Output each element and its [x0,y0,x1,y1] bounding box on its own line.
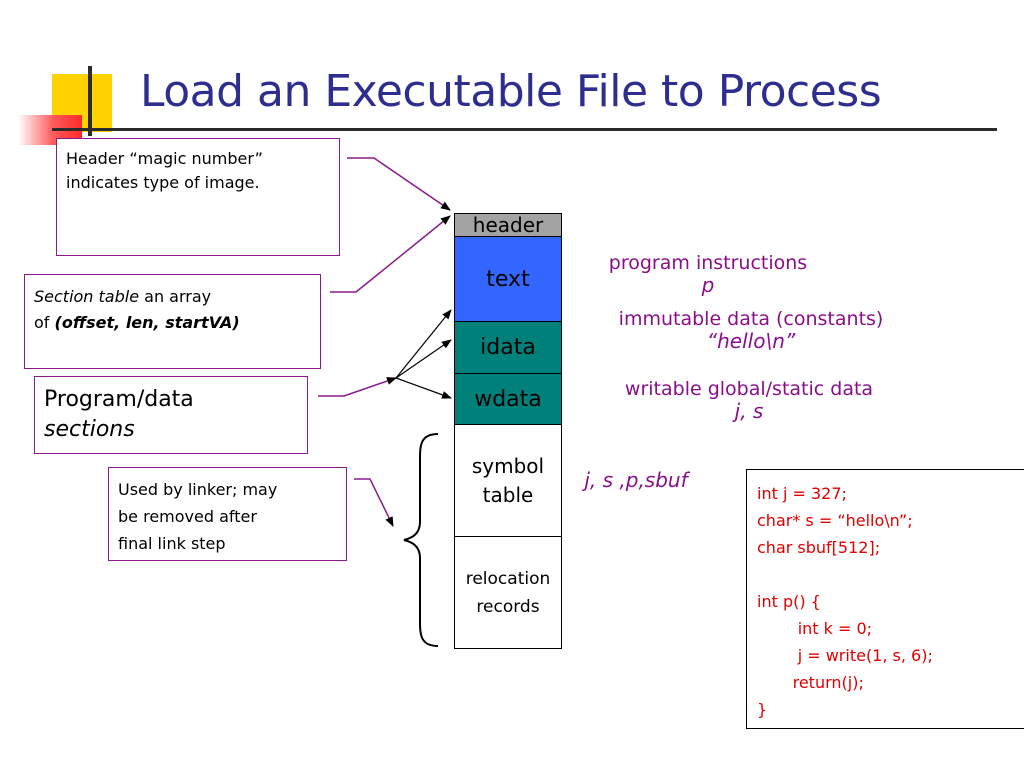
title-underline [52,128,997,131]
arrow-to-idata [395,339,452,379]
code-line: int j = 327; [757,484,847,503]
program-data-line-2: sections [44,417,135,442]
immutable-data-example: “hello\n” [706,329,796,353]
arrow-to-text [395,309,452,379]
header-magic-line-1: Header “magic number” [66,149,263,168]
program-instructions-symbol: p [701,273,715,297]
segment-wdata: wdata [454,373,562,425]
section-table-tuple: (offset, len, startVA) [54,313,240,332]
code-line: } [757,700,768,719]
linker-line-2: be removed after [118,507,257,526]
arrow-to-wdata [395,377,452,399]
program-data-line-1: Program/data [44,387,194,412]
slide-title: Load an Executable File to Process [140,66,882,117]
code-line: char* s = “hello\n”; [757,511,913,530]
immutable-data-label: immutable data (constants) “hello\n” [585,308,917,352]
code-line: j = write(1, s, 6); [757,646,933,665]
title-decoration-vertical-line [88,66,92,136]
program-instructions-label: program instructions p [572,252,844,296]
arrow-header-note [347,157,451,211]
code-line: return(j); [757,673,864,692]
writable-data-symbols: j, s [734,399,764,423]
section-table-term: Section table [34,287,140,306]
segment-idata: idata [454,321,562,374]
source-code-box: int j = 327; char* s = “hello\n”; char s… [746,469,1024,729]
program-instructions-text: program instructions [608,252,808,274]
arrow-program-data [318,377,397,397]
segment-relocation-records: relocation records [454,536,562,649]
immutable-data-text: immutable data (constants) [618,308,884,330]
arrow-section-table [330,215,451,293]
code-line: char sbuf[512]; [757,538,881,557]
writable-data-label: writable global/static data j, s [592,378,906,422]
linker-line-1: Used by linker; may [118,480,278,499]
relocation-line-2: records [476,596,540,617]
section-table-line-1-rest: an array [139,287,212,306]
arrow-linker [354,478,394,527]
symbol-table-line-1: symbol [471,453,545,478]
symbol-table-symbols: j, s ,p,sbuf [584,468,688,492]
segment-symbol-table: symbol table [454,424,562,537]
curly-brace [403,433,439,647]
code-line: int k = 0; [757,619,873,638]
linker-note: Used by linker; may be removed after fin… [108,467,347,561]
header-magic-note: Header “magic number” indicates type of … [56,138,340,256]
symbol-table-line-2: table [482,482,534,507]
writable-data-text: writable global/static data [624,378,874,400]
linker-line-3: final link step [118,534,226,553]
code-line [757,561,1014,588]
program-data-note: Program/data sections [34,376,308,454]
header-magic-line-2: indicates type of image. [66,173,260,192]
relocation-line-1: relocation [465,568,551,589]
segment-text: text [454,236,562,322]
section-table-note: Section table an array of (offset, len, … [24,274,321,369]
section-table-line-2-prefix: of [34,313,55,332]
segment-header: header [454,213,562,237]
code-line: int p() { [757,592,821,611]
